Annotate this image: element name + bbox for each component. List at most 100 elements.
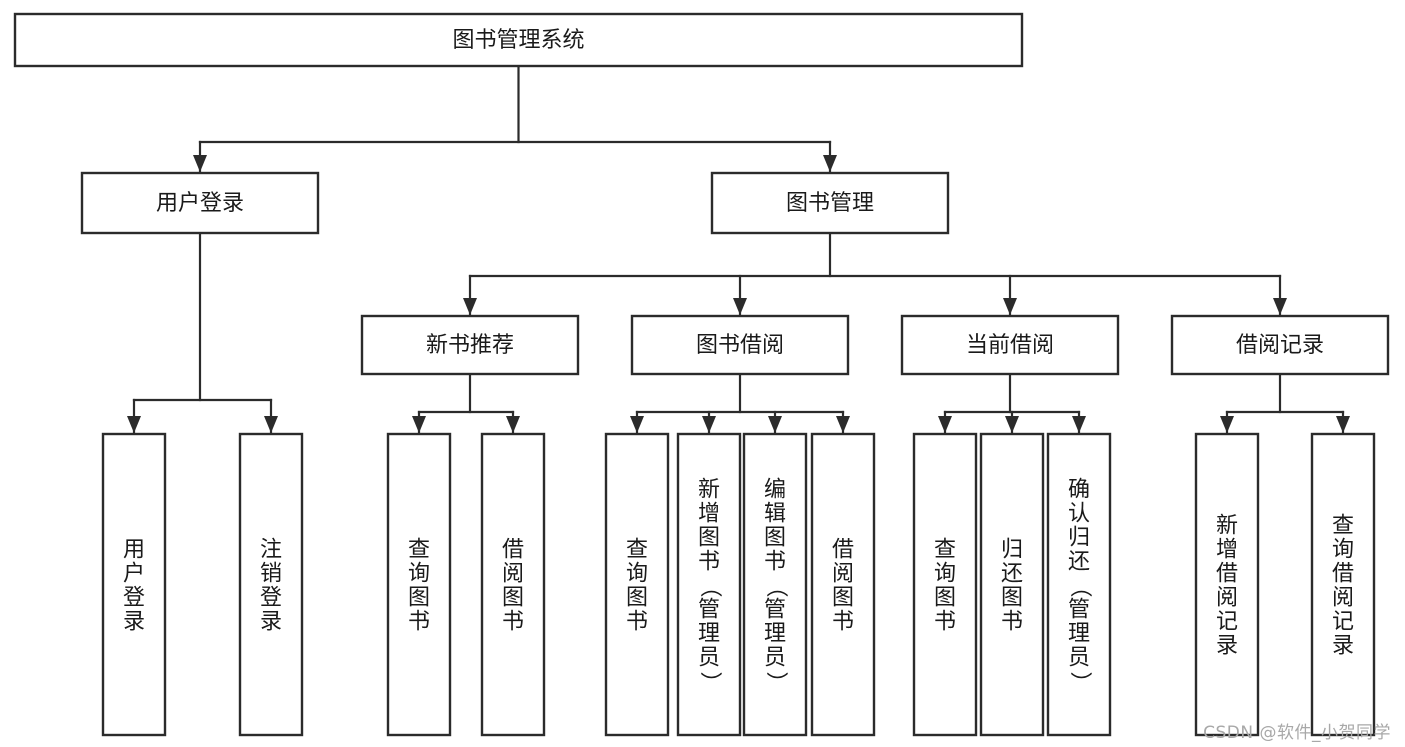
arrow-head-icon [836,416,850,433]
node-label-bb-edit-book-char-6: 理 [764,622,786,647]
node-box-root [13,12,1024,68]
node-label-cb-confirm-return-char-2: 归 [1068,526,1090,551]
node-box-nb-borrow-book [480,432,546,737]
node-label-user-logout-leaf-char-3: 录 [260,610,282,635]
node-label-bb-add-book-char-5: 管 [698,598,720,623]
node-label-br-add-record-char-1: 增 [1216,538,1238,563]
node-label-user-login-leaf-char-0: 用 [123,538,145,563]
node-label-cb-confirm-return-char-8: ） [1067,671,1092,693]
node-label-nb-query-book-char-0: 查 [408,538,430,563]
node-label-bb-edit-book-char-7: 员 [764,646,786,671]
node-user-login[interactable]: 用户登录 [80,171,320,235]
arrow-head-icon [412,416,426,433]
node-label-cb-confirm-return-char-4: （ [1067,575,1092,597]
connector-edges-layer [127,64,1350,434]
node-label-bb-edit-book-char-4: （ [763,575,788,597]
node-label-bb-add-book-char-8: ） [697,671,722,693]
node-box-bb-query-book [604,432,670,737]
arrow-head-icon [733,298,747,315]
node-label-cb-query-book-char-3: 书 [934,610,956,635]
node-user-login-leaf[interactable]: 用户登录 [101,432,167,737]
node-label-bb-add-book-char-1: 增 [698,502,720,527]
node-label-br-add-record-char-4: 记 [1216,610,1238,635]
node-label-user-logout-leaf-char-0: 注 [260,538,282,563]
node-box-borrow-record [1170,314,1390,376]
node-label-cb-return-book-char-1: 还 [1001,562,1023,587]
node-label-cb-confirm-return-char-7: 员 [1068,646,1090,671]
arrow-head-icon [768,416,782,433]
node-label-book-borrow: 图书借阅 [696,333,784,358]
node-label-br-query-record-char-1: 询 [1332,538,1354,563]
node-label-user-login-leaf-char-2: 登 [123,586,145,611]
node-box-book-borrow [630,314,850,376]
node-book-management[interactable]: 图书管理 [710,171,950,235]
node-label-br-query-record-char-2: 借 [1332,562,1354,587]
node-label-bb-add-book-char-7: 员 [698,646,720,671]
node-label-cb-confirm-return-char-1: 认 [1068,502,1090,527]
node-label-bb-edit-book-char-2: 图 [764,526,786,551]
node-label-user-logout-leaf-char-2: 登 [260,586,282,611]
arrow-head-icon [823,155,837,172]
node-label-nb-query-book-char-2: 图 [408,586,430,611]
arrow-head-icon [1220,416,1234,433]
node-label-br-add-record-char-3: 阅 [1216,586,1238,611]
arrow-head-icon [1336,416,1350,433]
node-label-new-book-recommend: 新书推荐 [426,333,514,358]
node-label-user-login-leaf-char-1: 户 [123,562,145,587]
node-label-bb-add-book-char-3: 书 [698,550,720,575]
node-box-nb-query-book [386,432,452,737]
arrow-head-icon [630,416,644,433]
node-box-br-query-record [1310,432,1376,737]
node-label-cb-query-book-char-1: 询 [934,562,956,587]
node-label-nb-query-book-char-3: 书 [408,610,430,635]
node-label-nb-query-book-char-1: 询 [408,562,430,587]
node-label-bb-query-book-char-1: 询 [626,562,648,587]
node-box-bb-add-book [676,432,742,737]
node-label-user-login: 用户登录 [156,191,244,216]
arrow-head-icon [938,416,952,433]
node-borrow-record[interactable]: 借阅记录 [1170,314,1390,376]
arrow-head-icon [463,298,477,315]
node-current-borrow[interactable]: 当前借阅 [900,314,1120,376]
arrow-head-icon [506,416,520,433]
node-label-cb-return-book-char-0: 归 [1001,538,1023,563]
node-label-bb-borrow-book-char-3: 书 [832,610,854,635]
node-label-br-add-record-char-5: 录 [1216,634,1238,659]
node-label-cb-query-book-char-0: 查 [934,538,956,563]
node-box-new-book-recommend [360,314,580,376]
node-label-cb-confirm-return-char-3: 还 [1068,550,1090,575]
node-label-bb-borrow-book-char-2: 图 [832,586,854,611]
node-label-br-query-record-char-4: 记 [1332,610,1354,635]
node-box-book-management [710,171,950,235]
node-label-nb-borrow-book-char-1: 阅 [502,562,524,587]
node-label-bb-edit-book-char-3: 书 [764,550,786,575]
node-box-cb-query-book [912,432,978,737]
node-box-br-add-record [1194,432,1260,737]
node-new-book-recommend[interactable]: 新书推荐 [360,314,580,376]
node-label-bb-query-book-char-3: 书 [626,610,648,635]
node-label-cb-confirm-return-char-0: 确 [1068,478,1090,503]
node-book-borrow[interactable]: 图书借阅 [630,314,850,376]
node-root[interactable]: 图书管理系统 [13,12,1024,68]
node-label-bb-add-book-char-2: 图 [698,526,720,551]
arrow-head-icon [1273,298,1287,315]
arrow-head-icon [1003,298,1017,315]
node-label-br-query-record-char-3: 阅 [1332,586,1354,611]
node-label-nb-borrow-book-char-2: 图 [502,586,524,611]
node-box-user-logout-leaf [238,432,304,737]
node-box-current-borrow [900,314,1120,376]
node-label-user-logout-leaf-char-1: 销 [260,562,282,587]
